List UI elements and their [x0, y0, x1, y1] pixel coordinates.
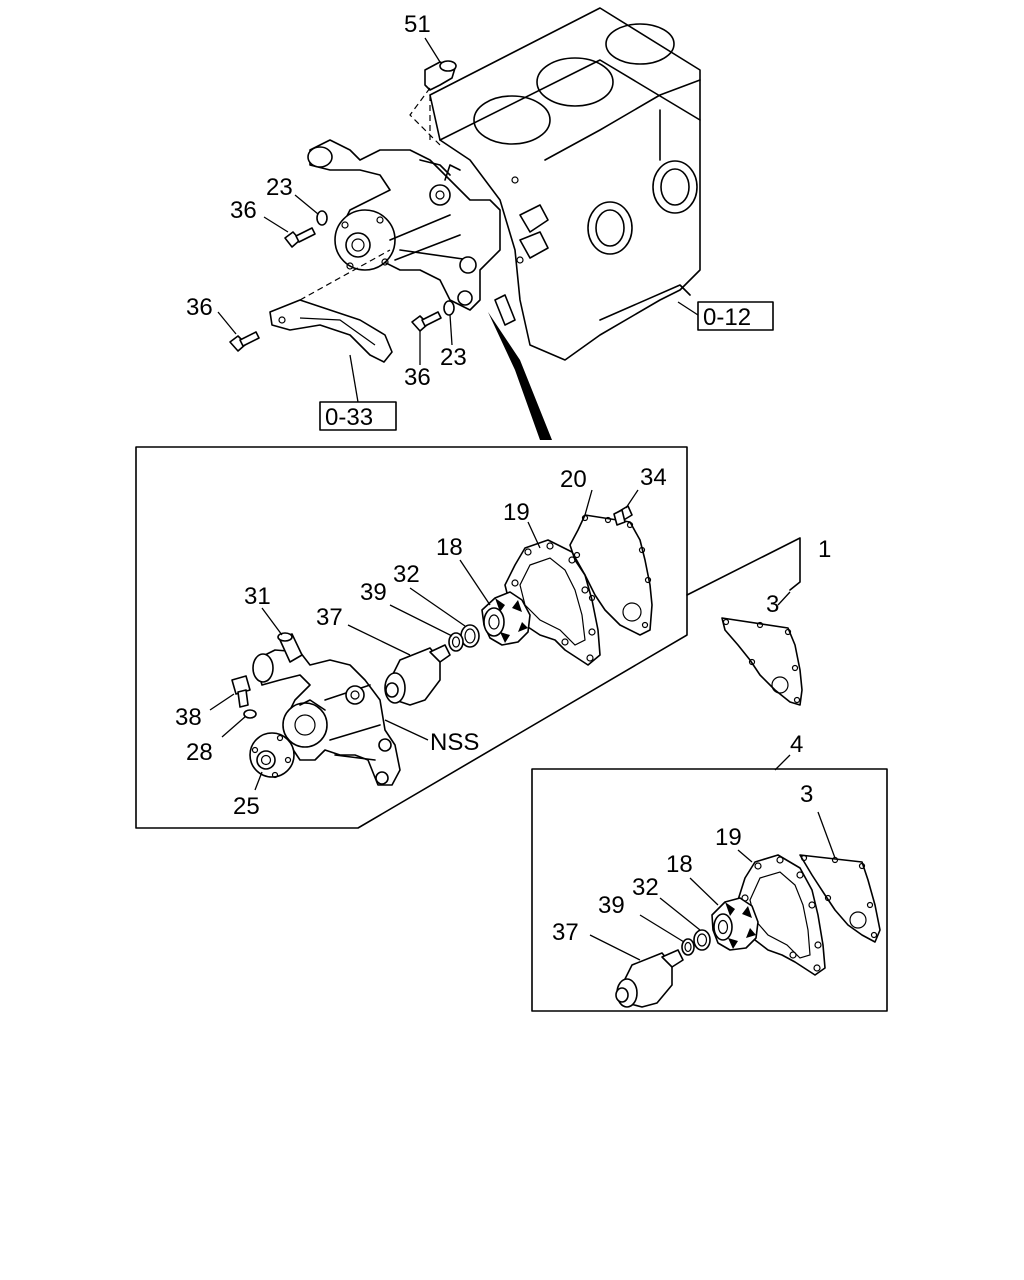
detail-pointer-arrow: [488, 312, 552, 440]
callout-34: 34: [640, 464, 667, 491]
callout-4: 4: [790, 731, 803, 758]
assembly-bracket-1: [686, 537, 801, 596]
bolt-36-upper: [284, 227, 316, 248]
ref-0-33-label: 0-33: [325, 404, 373, 431]
bolt-36-lower: [411, 311, 442, 332]
callout-1: 1: [818, 536, 831, 563]
detail-panel-frame: [135, 446, 688, 829]
washer-23-upper: [316, 210, 328, 226]
callout-3-kit: 3: [800, 781, 813, 808]
callout-36-upper: 36: [230, 197, 257, 224]
adjusting-bracket: [269, 249, 393, 363]
bolt-38: [231, 675, 251, 708]
shaft-bearing-37-kit: [615, 949, 684, 1008]
callout-31: 31: [244, 583, 271, 610]
top-leaders: [217, 37, 699, 403]
callout-51: 51: [404, 11, 431, 38]
shaft-bearing-37: [384, 644, 451, 706]
callout-18: 18: [436, 534, 463, 561]
seal-32: [460, 624, 480, 648]
bolt-36-bracket: [229, 331, 260, 352]
callout-19: 19: [503, 499, 530, 526]
callout-38: 38: [175, 704, 202, 731]
kit-panel-frame: [531, 768, 888, 1012]
ref-box-0-33: 0-33: [319, 401, 397, 431]
bolt-34: [613, 505, 633, 526]
gasket-3-kit: [799, 854, 881, 943]
callout-37-kit: 37: [552, 919, 579, 946]
pump-body-detail: [252, 649, 401, 786]
callout-25: 25: [233, 793, 260, 820]
callout-36-lower: 36: [404, 364, 431, 391]
callout-39: 39: [360, 579, 387, 606]
callout-28: 28: [186, 739, 213, 766]
water-pump-assembled: [307, 139, 501, 311]
seal-32-kit: [693, 929, 711, 951]
engine-block: [429, 7, 701, 361]
callout-32: 32: [393, 561, 420, 588]
washer-28: [243, 709, 257, 719]
callout-36-bracket: 36: [186, 294, 213, 321]
callout-19-kit: 19: [715, 824, 742, 851]
washer-39-kit: [681, 938, 695, 956]
callout-37: 37: [316, 604, 343, 631]
ref-box-0-12: 0-12: [697, 301, 774, 331]
impeller-18: [481, 591, 531, 646]
leader-3-outer: [777, 591, 791, 606]
fitting-51: [409, 60, 457, 146]
callout-18-kit: 18: [666, 851, 693, 878]
callout-3-outer: 3: [766, 591, 779, 618]
callout-20: 20: [560, 466, 587, 493]
callout-23-lower: 23: [440, 344, 467, 371]
detail-leaders: [209, 489, 639, 791]
callout-32-kit: 32: [632, 874, 659, 901]
kit-leaders: [589, 811, 836, 961]
washer-23-lower: [443, 300, 455, 316]
impeller-18-kit: [711, 897, 759, 951]
leader-4: [774, 754, 791, 771]
callout-39-kit: 39: [598, 892, 625, 919]
washer-39: [448, 632, 464, 652]
callout-23-upper: 23: [266, 174, 293, 201]
pulley-hub-25: [249, 732, 295, 779]
gasket-3-outer: [721, 617, 803, 706]
ref-0-12-label: 0-12: [703, 304, 751, 331]
callout-nss: NSS: [430, 729, 479, 756]
